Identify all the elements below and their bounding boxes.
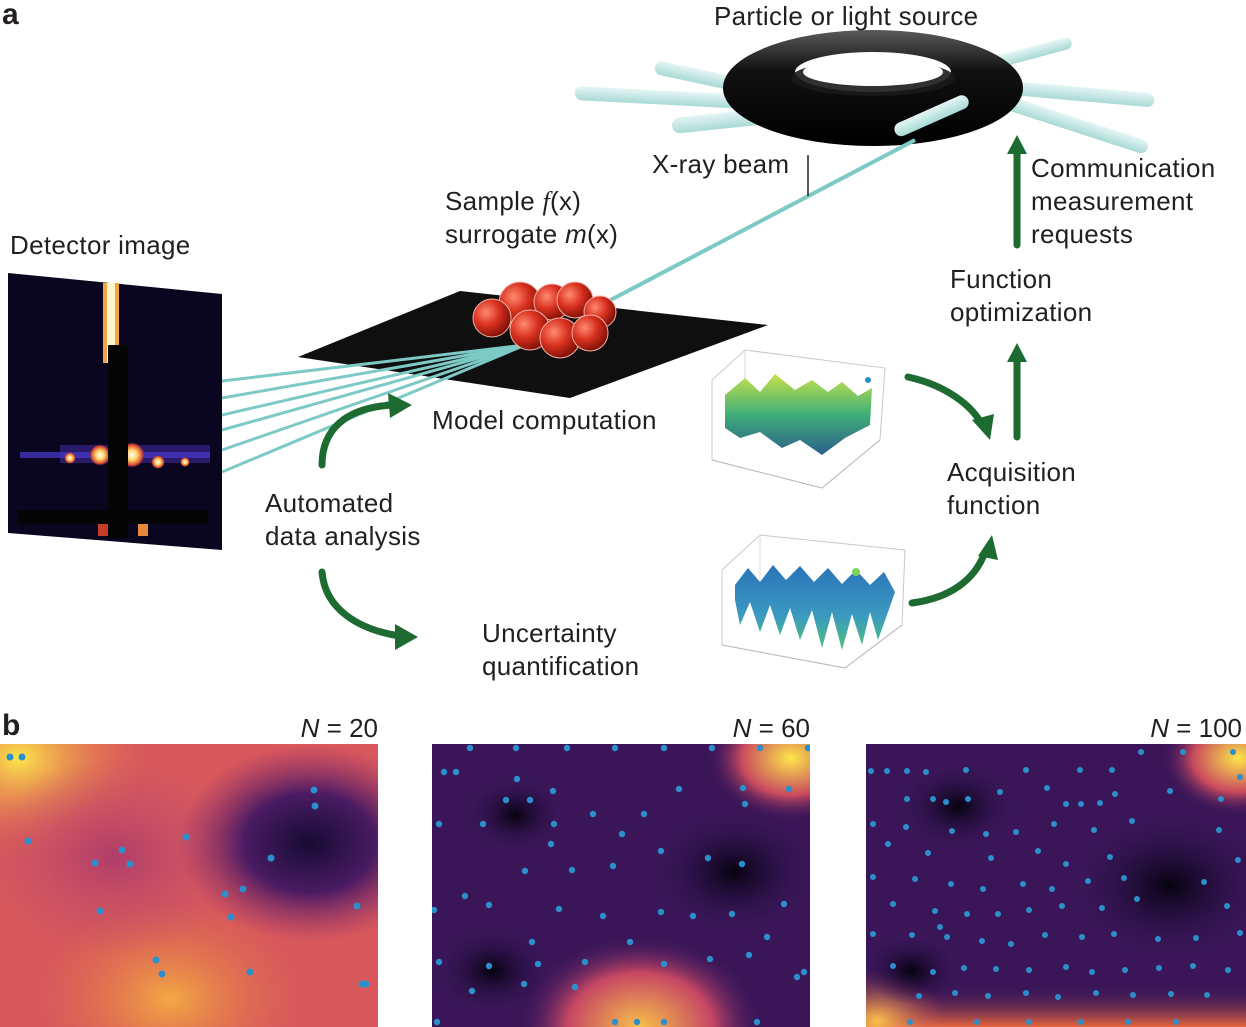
surrogate-label: surrogate m(x) (445, 219, 619, 249)
arrow-model-to-acquisition (904, 373, 986, 429)
workflow-arrowheads (388, 135, 1027, 650)
communication-label-line2: measurement (1031, 186, 1194, 216)
sample-label: Sample f(x) (445, 186, 582, 216)
arrow-uncertainty-to-acquisition (908, 548, 989, 607)
storage-ring (723, 30, 1023, 146)
map-2-n-label: N = 60 (732, 713, 810, 743)
beam-label: X-ray beam (652, 149, 790, 179)
uncertainty-label-line1: Uncertainty (482, 618, 617, 648)
optimization-label-line2: optimization (950, 297, 1093, 327)
communication-label-line3: requests (1031, 219, 1134, 249)
panel-b-letter: b (2, 709, 21, 742)
map-1-n-label: N = 20 (300, 713, 378, 743)
scattered-beams (221, 343, 526, 474)
model-computation-label: Model computation (432, 405, 657, 435)
uncertainty-map-n20 (0, 744, 378, 1027)
panel-a-letter: a (2, 0, 19, 31)
sample-spheres (472, 281, 617, 359)
optimization-label-line1: Function (950, 264, 1053, 294)
arrow-to-model (318, 401, 396, 469)
uncertainty-map-n100 (866, 744, 1246, 1027)
detector-label: Detector image (10, 230, 191, 260)
communication-label-line1: Communication (1031, 153, 1216, 183)
acquisition-label-line1: Acquisition (947, 457, 1077, 487)
workflow-arrows (318, 146, 1021, 640)
uncertainty-surface-plot (721, 534, 906, 669)
analysis-label-line1: Automated (265, 488, 394, 518)
beamline-pipe-front (894, 95, 969, 137)
uncertainty-label-line2: quantification (482, 651, 640, 681)
arrow-to-uncertainty (318, 568, 404, 640)
source-label: Particle or light source (714, 1, 979, 31)
acquisition-label-line2: function (947, 490, 1041, 520)
uncertainty-map-n60 (432, 744, 810, 1027)
detector-image (8, 273, 222, 550)
map-3-n-label: N = 100 (1150, 713, 1242, 743)
model-surface-plot (711, 349, 886, 489)
analysis-label-line2: data analysis (265, 521, 421, 551)
